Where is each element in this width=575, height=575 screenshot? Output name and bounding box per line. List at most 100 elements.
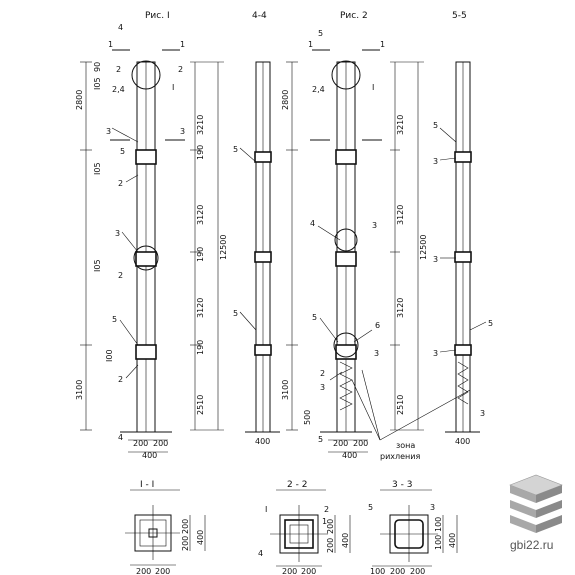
fig1-joint-3: [135, 344, 157, 360]
fig1-dim-105c: I05: [93, 259, 102, 272]
fig1-dim-105b: I05: [93, 162, 102, 175]
fig1-leader: [119, 319, 139, 346]
sec33-mark-5: 5: [368, 503, 373, 512]
fig2-mark-1r: 1: [380, 40, 385, 49]
sec22-title: 2 - 2: [287, 480, 307, 490]
fig2-leader: [353, 329, 373, 343]
fig2-mark-I: I: [372, 83, 374, 92]
fig2-mark-2: 2: [320, 369, 325, 378]
fig1-dim-3210: 3210: [196, 115, 205, 135]
fig1-dim-200b: 200: [153, 439, 168, 448]
secI-dim-200a: 200: [136, 567, 151, 575]
fig2-mark-3c: 3: [320, 383, 325, 392]
fig1-dim-2800: 2800: [75, 90, 84, 110]
fig1-dim-400: 400: [142, 451, 157, 460]
fig1-dim-2510: 2510: [196, 395, 205, 415]
sec22-dim-200a: 200: [282, 567, 297, 575]
fig1-dim-200a: 200: [133, 439, 148, 448]
logo-layer-mid-r: [536, 500, 562, 518]
fig2-joint-1: [335, 149, 357, 165]
fig1-mark-1r: 1: [180, 40, 185, 49]
fig2-dim-3120a: 3120: [396, 205, 405, 225]
sec22-dim-v200a: 200: [326, 519, 335, 534]
sec44-leader: [239, 147, 257, 163]
fig1-mark-3r: 3: [180, 127, 185, 136]
fig2-leader: [317, 225, 341, 241]
logo-layer-mid: [510, 500, 536, 518]
fig1-mark-4: 4: [118, 433, 123, 442]
sec55-title: 5-5: [452, 11, 467, 21]
fig1-mark-3: 3: [106, 127, 111, 136]
sec33-dim-100: 100: [370, 567, 385, 575]
fig2-dim-2800: 2800: [281, 90, 290, 110]
fig1-mark-4-top: 4: [118, 23, 123, 32]
fig1-column: Рис. I: [75, 11, 228, 460]
fig2-mark-6: 6: [375, 321, 380, 330]
sec55-mark-3d: 3: [480, 409, 485, 418]
fig1-mark-24: 2,4: [112, 85, 125, 94]
fig2-mark-3b: 3: [374, 349, 379, 358]
sec44-leader: [239, 311, 257, 331]
fig2-mark-5b: 5: [312, 313, 317, 322]
fig1-mark-3b: 3: [115, 229, 120, 238]
fig1-joint-1: [135, 149, 157, 165]
sec22-mark-1: 1: [322, 517, 327, 526]
sec55-joint-1: [454, 151, 472, 163]
fig1-leader: [121, 231, 139, 253]
fig1-mark-2d: 2: [118, 375, 123, 384]
fig1-joint-2: [135, 251, 157, 267]
sec22-dim-200b: 200: [301, 567, 316, 575]
logo-layer-bottom: [510, 515, 536, 533]
secI-dim-v200a: 200: [181, 519, 190, 534]
sec22-dim-v400: 400: [341, 533, 350, 548]
sec55-mark-3c: 3: [433, 349, 438, 358]
fig2-mark-5: 5: [318, 29, 323, 38]
fig1-mark-2c: 2: [118, 271, 123, 280]
secI-title: I - I: [140, 480, 154, 490]
fig1-dim-190c: 190: [196, 340, 205, 355]
sec44-dim-400: 400: [255, 437, 270, 446]
sec44-mark-5b: 5: [233, 309, 238, 318]
sec44-mark-5: 5: [233, 145, 238, 154]
fig2-zone-label-2: рихления: [380, 452, 420, 461]
site-watermark: gbi22.ru: [510, 538, 554, 552]
fig2-zone-label-1: зона: [396, 441, 415, 450]
fig2-mark-3: 3: [372, 221, 377, 230]
fig1-dim-105: I05: [93, 77, 102, 90]
sec44-title: 4-4: [252, 11, 267, 21]
fig1-mark-2b: 2: [118, 179, 123, 188]
fig1-mark-5: 5: [120, 147, 125, 156]
fig1-dim-3120a: 3120: [196, 205, 205, 225]
sec33-dim-v100a: 100: [434, 517, 443, 532]
fig2-dim-3120b: 3120: [396, 298, 405, 318]
fig2-leader-zone: [351, 379, 381, 441]
sec55-reinforcement-zigzag: [457, 361, 469, 405]
sec55-leader: [439, 349, 457, 353]
fig2-mark-5c: 5: [318, 435, 323, 444]
fig2-dim-3210: 3210: [396, 115, 405, 135]
sec22-dim-v200b: 200: [326, 538, 335, 553]
fig1-dim-100: I00: [105, 349, 114, 362]
sec22-mark-2: 2: [324, 505, 329, 514]
fig2-leader-zone: [361, 369, 381, 441]
sec33-dim-200b: 200: [410, 567, 425, 575]
logo-layer-top-side: [510, 485, 536, 503]
sec33-mark-3: 3: [430, 503, 435, 512]
sec44-joint-3: [254, 344, 272, 356]
logo-layer-bottom-r: [536, 515, 562, 533]
sec44-joint-1: [254, 151, 272, 163]
sec55-leader: [439, 157, 457, 161]
fig2-column: Рис. 2: [281, 11, 471, 461]
fig1-leader: [111, 127, 139, 143]
fig1-dim-3120b: 3120: [196, 298, 205, 318]
sec55-mark-5b: 5: [488, 319, 493, 328]
cross-section-I-I: I - I 200 200 200 200 400: [125, 480, 206, 575]
sec33-dim-200a: 200: [390, 567, 405, 575]
fig2-detail-circle-top: [331, 60, 361, 90]
cross-section-2-2: 2 - 2 I 2 1 4 200 200 200 200 400: [258, 480, 351, 575]
sec33-dim-v100b: 100: [434, 535, 443, 550]
section-4-4: 4-4 5 5 400: [233, 11, 280, 446]
sec55-leader: [469, 321, 487, 331]
fig2-mark-4: 4: [310, 219, 315, 228]
